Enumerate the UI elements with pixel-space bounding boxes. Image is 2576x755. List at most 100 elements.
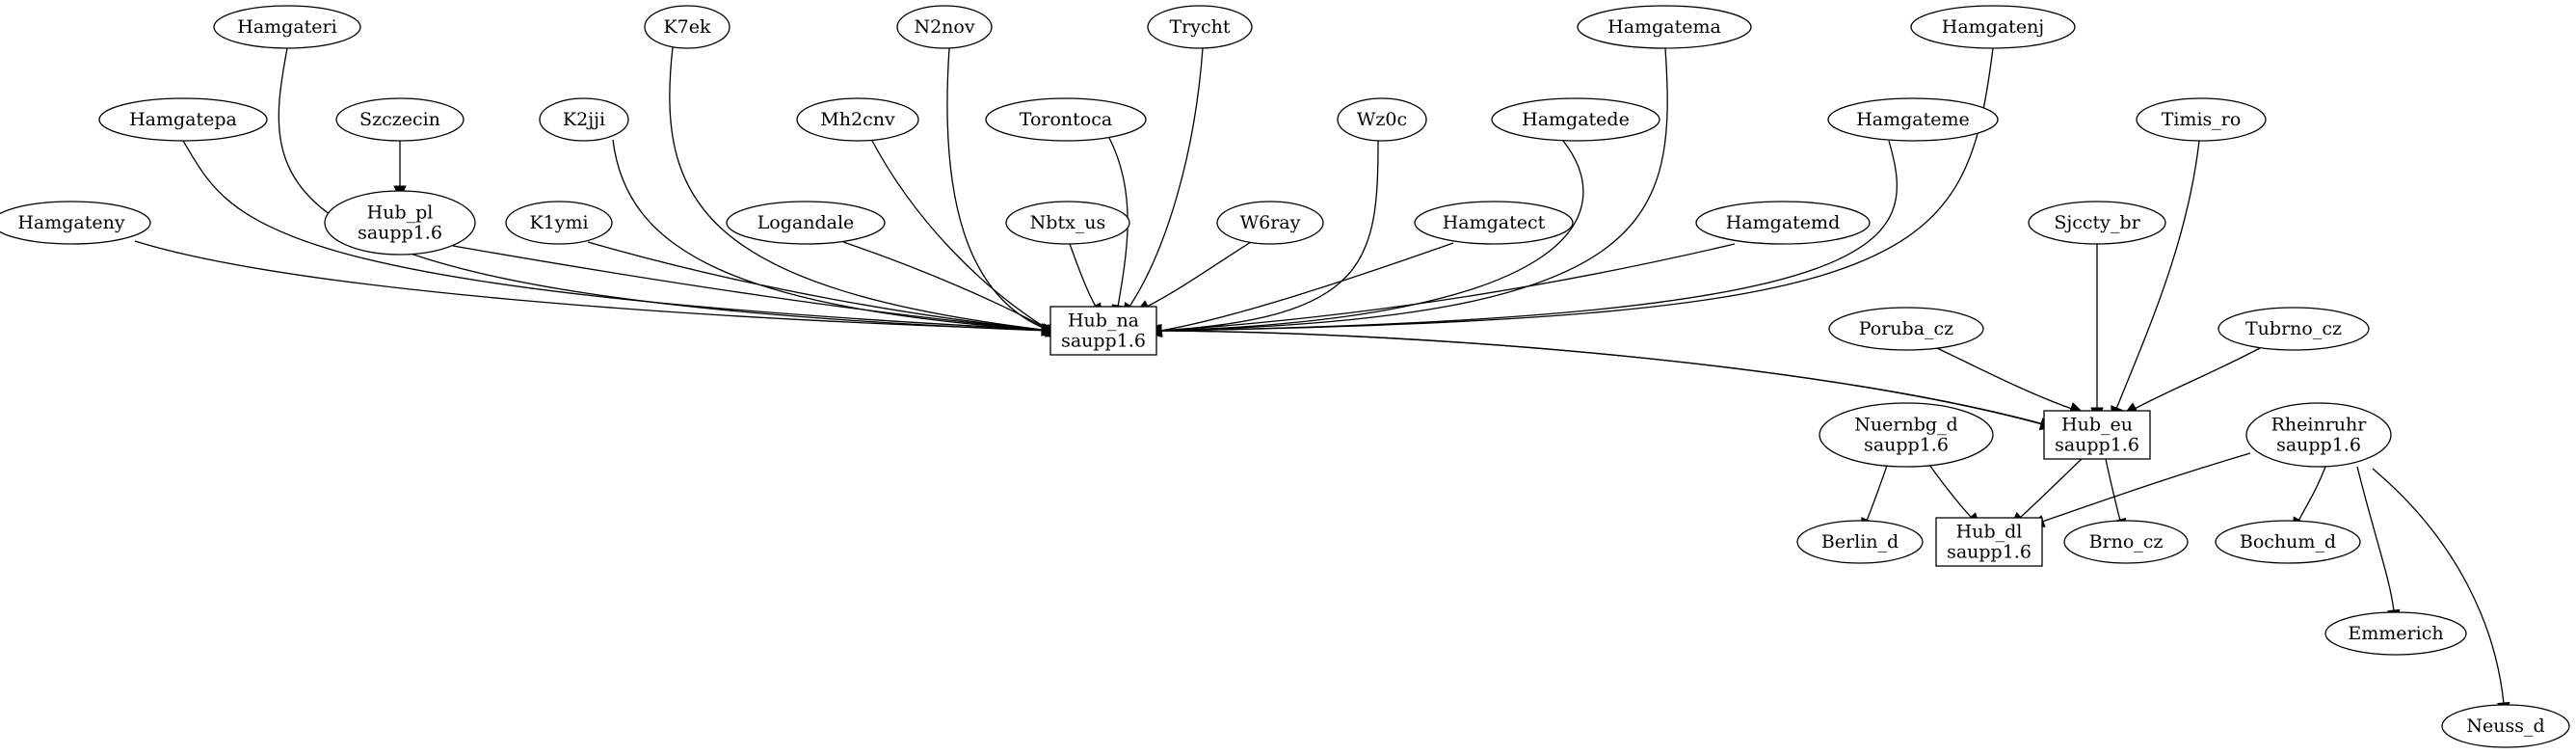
node-ellipse	[2441, 704, 2570, 748]
node-label: Timis_ro	[2162, 109, 2242, 130]
edge-line	[2134, 347, 2261, 410]
node-ellipse	[1147, 5, 1253, 49]
edge-line	[182, 140, 1046, 331]
node-sjccty-br: Sjccty_br	[2028, 201, 2166, 245]
node-ellipse	[213, 5, 361, 49]
node-label: Berlin_d	[1821, 531, 1899, 553]
edge-rheinruhr-to-hub-dl	[2030, 452, 2251, 527]
node-k7ek: K7ek	[644, 5, 730, 49]
node-label: Poruba_cz	[1859, 318, 1953, 339]
node-hamgateme: Hamgateme	[1827, 97, 1999, 142]
node-label: Torontoca	[1020, 109, 1112, 130]
node-ellipse	[1337, 97, 1427, 142]
node-nbtx-us: Nbtx_us	[1005, 201, 1130, 245]
node-label: Trycht	[1169, 16, 1230, 38]
node-ellipse	[796, 97, 919, 142]
node-label: Szczecin	[359, 109, 440, 130]
edge-hamgatenj-to-hub-na	[1147, 47, 1994, 337]
node-label: Hamgatect	[1443, 212, 1546, 233]
node-ellipse	[98, 97, 268, 142]
node-ellipse	[324, 190, 476, 256]
node-bochum-d: Bochum_d	[2215, 520, 2361, 564]
node-emmerich: Emmerich	[2324, 611, 2467, 656]
node-ellipse	[2324, 611, 2467, 656]
node-label: Hub_pl	[367, 202, 434, 224]
node-label: Hamgatemd	[1726, 212, 1840, 233]
node-box	[2043, 410, 2151, 460]
node-hamgateri: Hamgateri	[213, 5, 361, 49]
edge-layer	[134, 46, 2510, 717]
node-label: N2nov	[914, 16, 974, 38]
node-label: K7ek	[663, 16, 711, 38]
node-label: saupp1.6	[2055, 435, 2139, 456]
node-label: saupp1.6	[1947, 542, 2032, 563]
node-ellipse	[0, 201, 151, 245]
node-ellipse	[1819, 402, 1994, 468]
edge-hamgateny-to-hub-na	[134, 240, 1056, 337]
node-label: Nuernbg_d	[1854, 415, 1957, 436]
node-ellipse	[1005, 201, 1130, 245]
node-ellipse	[726, 201, 886, 245]
node-label: Hamgatenj	[1942, 16, 2044, 38]
edge-line	[612, 139, 1051, 332]
edge-nuernbg-d-to-hub-dl	[1928, 464, 1981, 527]
node-ellipse	[1828, 307, 1984, 351]
edge-line	[1159, 140, 1899, 332]
edge-line	[452, 245, 1049, 332]
edge-line	[1129, 47, 1204, 308]
node-ellipse	[2028, 201, 2166, 245]
node-label: Wz0c	[1357, 109, 1407, 130]
edge-line	[2041, 452, 2251, 523]
edge-line	[1159, 243, 1736, 332]
edge-trycht-to-hub-na	[1122, 47, 1204, 318]
node-berlin-d: Berlin_d	[1796, 520, 1924, 564]
node-hamgatema: Hamgatema	[1577, 5, 1752, 49]
node-label: saupp1.6	[2276, 435, 2361, 456]
node-label: Hamgateme	[1856, 109, 1970, 130]
node-label: K2jji	[563, 109, 605, 130]
edge-line	[1866, 465, 1888, 522]
node-label: Hamgateny	[17, 212, 125, 233]
edge-line	[2115, 140, 2200, 410]
edge-line	[2019, 458, 2083, 519]
edge-line	[1146, 241, 1252, 308]
node-ellipse	[1577, 5, 1752, 49]
node-hamgatenj: Hamgatenj	[1910, 5, 2076, 49]
node-hamgatemd: Hamgatemd	[1695, 201, 1871, 245]
node-k2jji: K2jji	[539, 97, 629, 142]
node-brno-cz: Brno_cz	[2063, 520, 2189, 564]
node-ellipse	[1910, 5, 2076, 49]
node-ellipse	[2217, 307, 2370, 351]
node-wz0c: Wz0c	[1337, 97, 1427, 142]
node-poruba-cz: Poruba_cz	[1828, 307, 1984, 351]
node-torontoca: Torontoca	[985, 97, 1147, 142]
node-ellipse	[2063, 520, 2189, 564]
node-label: Hub_eu	[2061, 415, 2133, 436]
edge-szczecin-to-hub-pl	[393, 141, 407, 201]
node-hamgatepa: Hamgatepa	[98, 97, 268, 142]
node-box	[1049, 306, 1157, 356]
node-label: Mh2cnv	[820, 109, 895, 130]
node-ellipse	[1216, 201, 1324, 245]
node-label: saupp1.6	[1061, 331, 1146, 352]
node-hamgatect: Hamgatect	[1414, 201, 1574, 245]
edge-line	[1069, 243, 1097, 308]
edge-rheinruhr-to-neuss-d	[2372, 468, 2510, 717]
edge-line	[2356, 466, 2395, 612]
node-ellipse	[1827, 97, 1999, 142]
edge-line	[1159, 47, 1668, 332]
node-ellipse	[335, 97, 465, 142]
node-label: Emmerich	[2348, 623, 2443, 644]
node-mh2cnv: Mh2cnv	[796, 97, 919, 142]
edge-line	[1159, 140, 1584, 332]
node-ellipse	[1491, 97, 1660, 142]
node-hamgateny: Hamgateny	[0, 201, 151, 245]
edge-line	[134, 240, 1044, 331]
node-label: Hamgatede	[1522, 109, 1630, 130]
